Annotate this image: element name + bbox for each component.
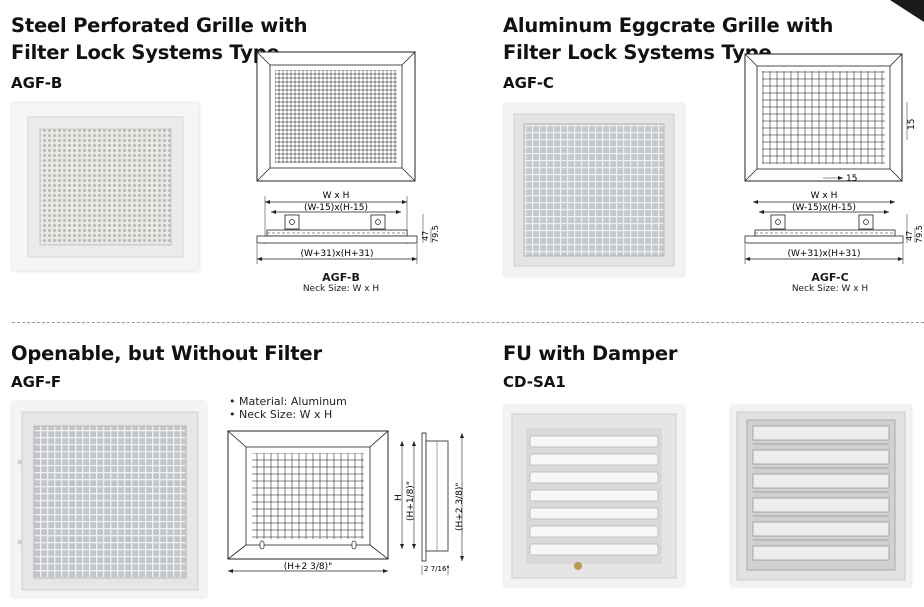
- dim-inner: (W-15)x(H-15): [304, 203, 368, 213]
- section-title-agf-b: Steel Perforated Grille with Filter Lock…: [11, 14, 308, 64]
- section-title-agf-c: Aluminum Eggcrate Grille with Filter Loc…: [503, 14, 834, 64]
- section-divider: [12, 322, 924, 323]
- dim-47: 47: [905, 231, 914, 241]
- corner-badge: [890, 0, 924, 22]
- dim-h18: (H+1/8)": [406, 481, 416, 521]
- dim-795: 79.5: [915, 225, 924, 243]
- dim-47: 47: [421, 231, 430, 241]
- drawing-caption-agf-c: AGF-C Neck Size: W x H: [791, 271, 869, 294]
- dim-bottom: (H+2 3/8)": [284, 562, 333, 572]
- dim-15-bottom: 15: [846, 174, 857, 184]
- drawing-caption-agf-b: AGF-B Neck Size: W x H: [302, 271, 380, 294]
- model-code-agf-f: AGF-F: [11, 373, 62, 391]
- dim-h238: (H+2 3/8)": [455, 482, 465, 531]
- dim-inner: (W-15)x(H-15): [792, 203, 856, 213]
- louver-grille-front-photo: [504, 406, 684, 586]
- eggcrate-grille-photo: [504, 104, 684, 276]
- dim-outer: (W+31)x(H+31): [787, 249, 860, 259]
- dim-15-side: 15: [907, 119, 917, 130]
- spec-list-agf-f: • Material: Aluminum • Neck Size: W x H: [229, 395, 347, 421]
- dim-wh: W x H: [811, 191, 838, 201]
- product-photo-agf-c: [504, 104, 684, 276]
- louver-grille-back-photo: [731, 406, 911, 586]
- model-code-cd-sa1: CD-SA1: [503, 373, 566, 391]
- dim-wh: W x H: [323, 191, 350, 201]
- dim-h: H: [394, 494, 404, 501]
- dim-outer: (W+31)x(H+31): [300, 249, 373, 259]
- spec-neck-size: • Neck Size: W x H: [229, 408, 333, 421]
- openable-grille-photo: [12, 402, 206, 597]
- drawing-agf-b: W x H (W-15)x(H-15) (W+31)x(H+31) 47 79.…: [256, 51, 440, 264]
- section-title-cd-sa1: FU with Damper: [503, 342, 678, 365]
- product-photo-agf-b: [12, 103, 199, 271]
- drawing-agf-f: (H+2 3/8)" H (H+1/8)" (H+2 3/8)" 2 7/16": [227, 430, 465, 575]
- product-photo-cd-sa1-back: [731, 406, 911, 586]
- dim-795: 79.5: [431, 225, 440, 243]
- spec-material: • Material: Aluminum: [229, 395, 347, 408]
- model-code-agf-b: AGF-B: [11, 74, 63, 92]
- drawing-agf-c: 15 15 W x H (W-15)x(H-15) (W+31)x(H+31) …: [744, 53, 924, 264]
- perforated-grille-photo: [12, 103, 199, 271]
- product-photo-cd-sa1-front: [504, 406, 684, 586]
- product-photo-agf-f: [12, 402, 206, 597]
- section-title-agf-f: Openable, but Without Filter: [11, 342, 322, 365]
- model-code-agf-c: AGF-C: [503, 74, 554, 92]
- dim-depth: 2 7/16": [424, 565, 450, 573]
